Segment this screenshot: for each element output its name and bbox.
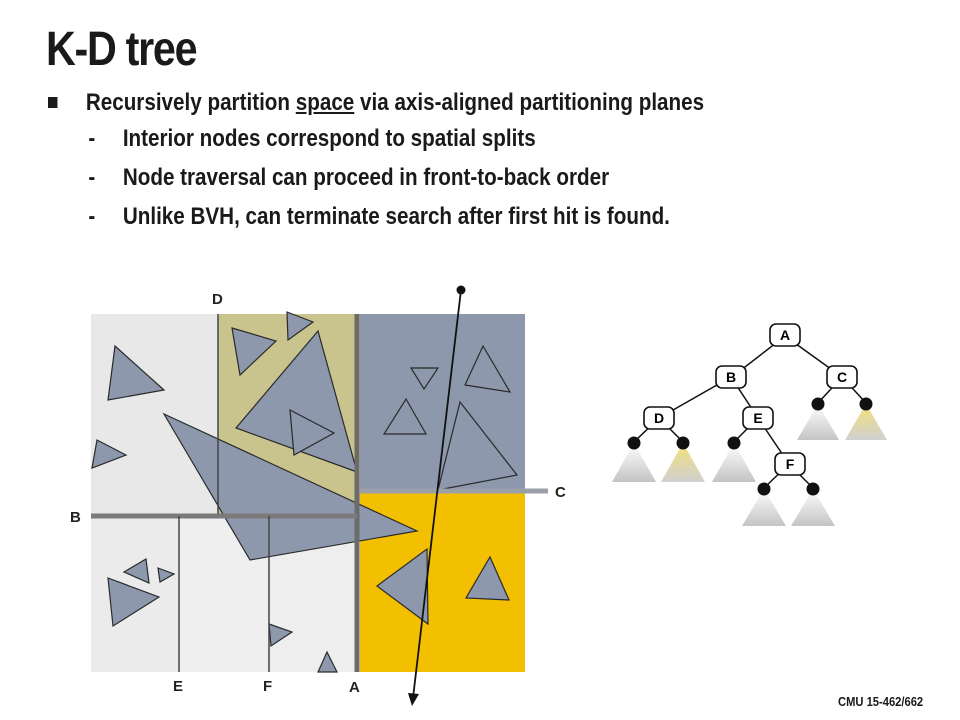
tree-node-d: D — [643, 406, 675, 430]
leaf-subtree — [742, 489, 786, 526]
dash-icon: - — [88, 125, 96, 152]
triangle — [91, 439, 128, 469]
svg-text:D: D — [654, 410, 664, 426]
plane-label-a: A — [349, 679, 360, 696]
leaf-subtree — [612, 443, 656, 482]
triangle — [286, 311, 315, 342]
triangle — [464, 344, 512, 393]
tree-node-b: B — [715, 365, 747, 389]
bullet-text-after: via axis-aligned partitioning planes — [354, 89, 705, 116]
primitives — [91, 311, 519, 673]
leaf-node — [811, 397, 825, 411]
tree-diagram: A B C D E F — [612, 323, 887, 526]
ray-arrowhead-icon — [408, 693, 419, 706]
leaf-subtree — [797, 404, 839, 440]
leaf-node — [627, 436, 641, 450]
leaf-node — [676, 436, 690, 450]
sub-bullet-text: Unlike BVH, can terminate search after f… — [122, 203, 670, 230]
triangle — [464, 555, 510, 601]
triangle — [122, 558, 150, 584]
square-bullet-icon — [48, 97, 58, 108]
tree-node-c: C — [826, 365, 858, 389]
leaf-subtree — [661, 443, 705, 482]
triangle — [382, 397, 428, 435]
dash-icon: - — [88, 164, 96, 191]
leaf-subtree — [845, 404, 887, 440]
tree-node-e: E — [742, 406, 774, 430]
triangle — [107, 577, 161, 628]
triangle — [409, 367, 440, 391]
bullet-text-before: Recursively partition — [85, 89, 296, 116]
triangle — [157, 567, 176, 583]
leaf-subtree — [791, 489, 835, 526]
bullet-main: Recursively partition space via axis-ali… — [48, 88, 822, 124]
triangle — [162, 412, 419, 561]
svg-text:A: A — [780, 327, 790, 343]
leaf-node — [806, 482, 820, 496]
plane-label-b: B — [70, 509, 81, 526]
triangle — [231, 327, 278, 377]
space-partition: D B C E F A — [70, 285, 566, 706]
sub-bullet-2: - Node traversal can proceed in front-to… — [48, 163, 822, 202]
leaf-nodes — [627, 397, 873, 496]
triangle — [107, 344, 166, 401]
plane-label-f: F — [263, 678, 272, 695]
sub-bullet-text: Interior nodes correspond to spatial spl… — [122, 125, 536, 152]
leaf-node — [727, 436, 741, 450]
triangle — [437, 400, 519, 491]
svg-text:B: B — [726, 369, 736, 385]
bullet-main-text: Recursively partition space via axis-ali… — [86, 88, 704, 118]
svg-text:F: F — [786, 456, 795, 472]
bullet-text-underlined: space — [295, 89, 355, 116]
course-footer: CMU 15-462/662 — [838, 694, 924, 709]
triangle — [289, 408, 336, 456]
leaf-node — [757, 482, 771, 496]
leaf-subtree — [712, 443, 756, 482]
leaf-subtrees — [612, 404, 887, 526]
slide-title: K-D tree — [46, 23, 198, 76]
svg-text:C: C — [837, 369, 847, 385]
plane-label-c: C — [555, 484, 566, 501]
tree-node-f: F — [774, 452, 806, 476]
sub-bullet-text: Node traversal can proceed in front-to-b… — [122, 164, 610, 191]
leaf-node — [859, 397, 873, 411]
svg-text:E: E — [753, 410, 762, 426]
plane-label-d: D — [212, 291, 223, 308]
dash-icon: - — [88, 203, 96, 230]
sub-bullet-3: - Unlike BVH, can terminate search after… — [48, 202, 822, 241]
ray — [412, 289, 462, 699]
triangle — [317, 650, 338, 673]
region-b-top-left — [91, 314, 218, 516]
sub-bullet-1: - Interior nodes correspond to spatial s… — [48, 124, 822, 163]
triangle — [268, 623, 294, 648]
plane-label-e: E — [173, 678, 183, 695]
tree-node-a: A — [769, 323, 801, 347]
triangle — [375, 547, 429, 626]
bullet-list: Recursively partition space via axis-ali… — [48, 88, 948, 241]
